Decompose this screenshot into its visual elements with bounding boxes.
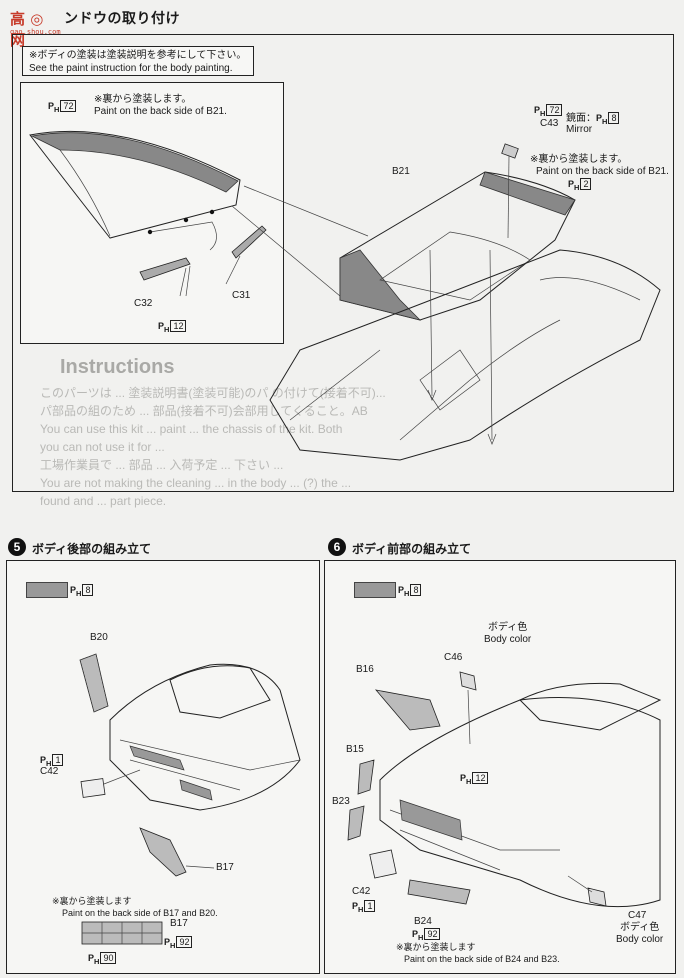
b17-lens — [139, 827, 187, 877]
back-paint-jp: ※裏から塗装します — [396, 942, 476, 952]
ghost-line: you can not use it for ... — [40, 440, 165, 454]
ghost-line: found and ... part piece. — [40, 494, 167, 508]
part-c43-label: C43 — [540, 118, 559, 129]
b23-lens — [347, 805, 365, 841]
c42-plate-front — [369, 849, 397, 879]
b15-lens — [357, 759, 375, 795]
color-swatch — [26, 582, 68, 598]
paint-note-jp: ※ボディの塗装は塗装説明を参考にして下さい。 — [29, 50, 247, 61]
b20-lens — [79, 653, 109, 713]
ghost-line: このパーツは ... 塗装説明書(塗装可能)のパ の付けて(接着不可)... — [40, 386, 386, 400]
mirror-label-en: Mirror — [566, 124, 593, 135]
ghost-text-block: このパーツは ... 塗装説明書(塗装可能)のパ の付けて(接着不可)... パ… — [40, 384, 660, 534]
back-paint-note-jp: ※裏から塗装します。 — [94, 94, 192, 105]
site-logo: 高 ◎ 网 gao.shou.com — [4, 2, 62, 49]
body-color-jp: ボディ色 — [488, 622, 528, 633]
ghost-line: You are not making the cleaning ... in t… — [40, 476, 352, 490]
page-title: ンドウの取り付け — [64, 10, 180, 26]
part-b17-small-label: B17 — [170, 918, 188, 929]
back-paint-note-en: Paint on the back side of B21. — [94, 106, 227, 117]
step-6-number: 6 — [328, 538, 346, 556]
paint-note-box: ※ボディの塗装は塗装説明を参考にして下さい。 See the paint ins… — [22, 46, 254, 76]
part-b16-label: B16 — [356, 664, 374, 675]
front-window-outline — [519, 682, 662, 731]
rear-deck-tint-top — [479, 171, 576, 216]
part-c42-label: C42 — [40, 766, 59, 777]
page-header: 高 ◎ 网 gao.shou.com ンドウの取り付け — [0, 0, 684, 49]
rear-window-tint-band — [30, 132, 239, 193]
part-b21-label: B21 — [392, 166, 410, 177]
logo-url: gao.shou.com — [10, 28, 61, 36]
rear-deck-b21 — [339, 171, 576, 321]
step-6-panel — [324, 560, 676, 974]
ghost-line: 工場作業員で ... 部品 ... 入荷予定 ... 下さい ... — [40, 458, 284, 472]
window-assembly-frame — [12, 34, 674, 492]
step-5-number: 5 — [8, 538, 26, 556]
step-5-title: ボディ後部の組み立て — [32, 542, 152, 556]
rear-deck-tint-left — [339, 249, 422, 321]
c31-trim — [231, 225, 267, 259]
c42-plate — [80, 778, 106, 798]
car-rear-body — [109, 663, 301, 811]
rear-window-outline — [169, 665, 271, 719]
body-color-jp-b: ボディ色 — [620, 922, 660, 933]
part-c31-label: C31 — [232, 290, 251, 301]
paint-note-en: See the paint instruction for the body p… — [29, 63, 233, 74]
part-b20-label: B20 — [90, 632, 108, 643]
part-b15-label: B15 — [346, 744, 364, 755]
ghost-title: Instructions — [60, 356, 175, 378]
car-body-shell — [269, 249, 661, 461]
back-paint-jp: ※裏から塗装します — [52, 896, 132, 906]
part-c32-label: C32 — [134, 298, 153, 309]
back-paint-note-jp-b: ※裏から塗装します。 — [530, 154, 628, 165]
step-6-title: ボディ前部の組み立て — [352, 542, 472, 556]
part-b24-label: B24 — [414, 916, 432, 927]
part-c47-label: C47 — [628, 910, 647, 921]
c47-mirror — [587, 887, 607, 907]
car-front-body — [379, 697, 661, 908]
body-color-en: Body color — [484, 634, 532, 645]
back-paint-en: Paint on the back side of B17 and B20. — [62, 908, 218, 918]
part-b23-label: B23 — [332, 796, 350, 807]
back-paint-note-en-b: Paint on the back side of B21. — [536, 166, 669, 177]
ghost-line: You can use this kit ... paint ... the c… — [40, 422, 343, 436]
back-paint-en: Paint on the back side of B24 and B23. — [404, 954, 560, 964]
b24-lens — [407, 879, 471, 905]
rear-window-glass — [29, 130, 241, 239]
step-5-panel — [6, 560, 320, 974]
c43-mirror — [501, 143, 519, 159]
part-c42-label: C42 — [352, 886, 371, 897]
window-assembly-illustration — [29, 130, 661, 461]
part-b17-label: B17 — [216, 862, 234, 873]
color-swatch — [354, 582, 396, 598]
ghost-line: パ部品の組のため ... 部品(接着不可)会部用してくること。AB — [40, 404, 368, 418]
c32-trim — [139, 257, 191, 281]
part-c46-label: C46 — [444, 652, 463, 663]
logo-text: 高 ◎ 网 — [10, 10, 44, 49]
b16-lens — [374, 689, 441, 731]
body-color-en-b: Body color — [616, 934, 664, 945]
c46-mirror — [459, 671, 477, 691]
